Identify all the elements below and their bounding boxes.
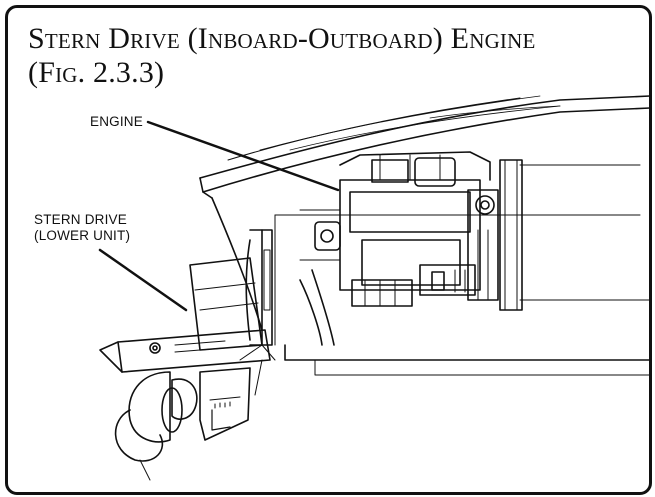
stern-drive-leader-line <box>98 248 188 312</box>
stern-drive-unit <box>99 257 276 441</box>
figure-title-line2: (Fig. 2.3.3) <box>28 56 165 89</box>
stern-drive-label-line1: STERN DRIVE <box>34 212 127 227</box>
figure-title: Stern Drive (Inboard-Outboard) Engine (F… <box>28 22 536 90</box>
figure-title-line1: Stern Drive (Inboard-Outboard) Engine <box>28 22 536 55</box>
engine-label: ENGINE <box>90 114 143 129</box>
engine-leader-line <box>146 120 340 192</box>
stern-drive-label: STERN DRIVE (LOWER UNIT) <box>34 212 130 244</box>
engine-block <box>299 151 523 346</box>
boat-hull <box>199 95 651 376</box>
leader-lines <box>98 120 340 312</box>
propeller <box>114 371 198 481</box>
stern-drive-label-line2: (LOWER UNIT) <box>34 228 131 243</box>
